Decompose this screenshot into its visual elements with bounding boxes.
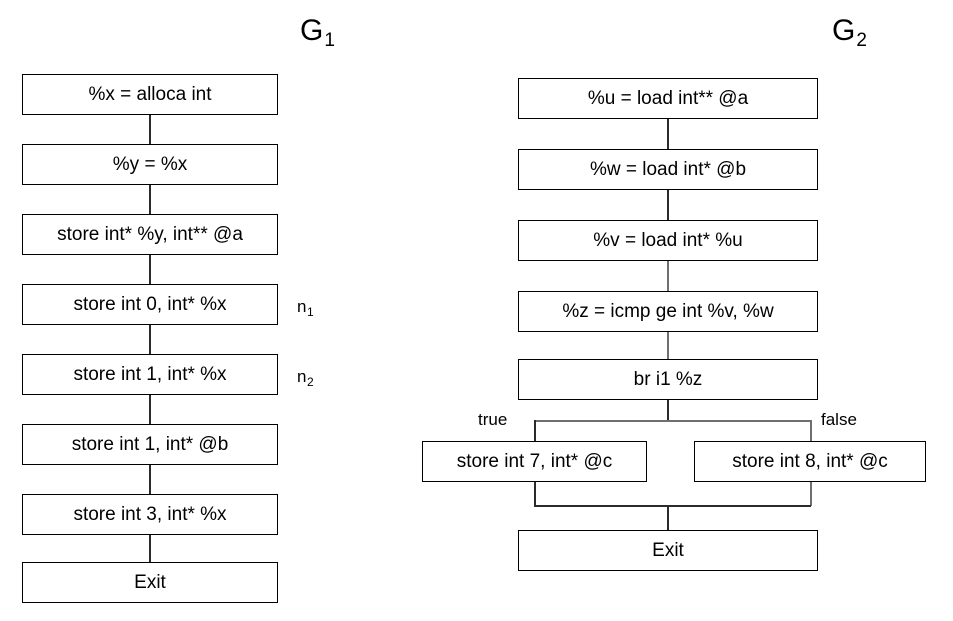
node-label: store int 1, int* @b — [71, 434, 229, 455]
node-g2-store-8[interactable]: store int 8, int* @c — [694, 441, 926, 482]
graph-title-g2-letter: G — [832, 14, 856, 47]
edge-g2-br-true-drop — [534, 420, 536, 442]
node-label: store int 3, int* %x — [73, 504, 227, 525]
node-label: %y = %x — [112, 154, 188, 175]
edge-g2-1-2 — [667, 117, 669, 149]
node-label: %w = load int* @b — [589, 159, 747, 180]
node-marker-n2-subscript: 2 — [306, 375, 314, 389]
edge-g2-2-3 — [667, 188, 669, 220]
node-g2-icmp[interactable]: %z = icmp ge int %v, %w — [518, 291, 818, 332]
node-label: %x = alloca int — [88, 84, 212, 105]
graph-title-g1: G1 — [300, 14, 335, 51]
node-label: store int 1, int* %x — [73, 364, 227, 385]
graph-title-g2: G2 — [832, 14, 867, 51]
node-g2-exit[interactable]: Exit — [518, 530, 818, 571]
node-g1-assign[interactable]: %y = %x — [22, 144, 278, 185]
node-g1-exit[interactable]: Exit — [22, 562, 278, 603]
edge-g2-false-merge-riser — [810, 482, 812, 506]
edge-g1-5-6 — [149, 393, 151, 425]
edge-label-false: false — [821, 410, 857, 429]
node-g2-load-u[interactable]: %v = load int* %u — [518, 220, 818, 261]
node-label: store int 0, int* %x — [73, 294, 227, 315]
node-marker-n1: n1 — [297, 297, 314, 318]
edge-g1-7-8 — [149, 533, 151, 565]
graph-title-g1-subscript: 1 — [324, 30, 335, 51]
node-g1-store-3[interactable]: store int 3, int* %x — [22, 494, 278, 535]
node-marker-n2-letter: n — [297, 367, 307, 386]
node-g1-store-0[interactable]: store int 0, int* %x — [22, 284, 278, 325]
node-label: %u = load int** @a — [587, 88, 749, 109]
edge-g2-br-fork-bar — [534, 420, 811, 422]
node-marker-n2: n2 — [297, 367, 314, 388]
edge-g2-br-fork-stem — [667, 400, 669, 421]
node-label: %z = icmp ge int %v, %w — [562, 301, 774, 322]
edge-g2-4-5 — [667, 330, 669, 359]
node-marker-n1-letter: n — [297, 297, 307, 316]
edge-g2-true-merge-riser — [534, 482, 536, 506]
node-marker-n1-subscript: 1 — [306, 305, 314, 319]
edge-label-true: true — [478, 410, 508, 429]
node-label: Exit — [134, 572, 166, 593]
node-g1-store-ptr-a[interactable]: store int* %y, int** @a — [22, 214, 278, 255]
node-label: store int 7, int* @c — [456, 451, 613, 472]
edge-g2-merge-exit-stem — [667, 505, 669, 532]
node-g2-store-7[interactable]: store int 7, int* @c — [422, 441, 647, 482]
node-g1-store-1-b[interactable]: store int 1, int* @b — [22, 424, 278, 465]
edge-g2-merge-bar — [534, 505, 811, 507]
node-g1-alloca[interactable]: %x = alloca int — [22, 74, 278, 115]
node-g2-load-a[interactable]: %u = load int** @a — [518, 78, 818, 119]
node-label: store int 8, int* @c — [732, 451, 888, 472]
edge-g1-3-4 — [149, 253, 151, 285]
edge-g1-2-3 — [149, 183, 151, 215]
edge-g1-6-7 — [149, 463, 151, 495]
edge-g2-3-4 — [667, 259, 669, 291]
graph-title-g1-letter: G — [300, 14, 324, 47]
node-label: Exit — [652, 540, 684, 561]
edge-g1-1-2 — [149, 113, 151, 145]
node-g2-br[interactable]: br i1 %z — [518, 359, 818, 400]
edge-g1-4-5 — [149, 323, 151, 355]
node-g2-load-b[interactable]: %w = load int* @b — [518, 149, 818, 190]
node-label: %v = load int* %u — [593, 230, 743, 251]
graph-title-g2-subscript: 2 — [856, 30, 867, 51]
node-g1-store-1-x[interactable]: store int 1, int* %x — [22, 354, 278, 395]
node-label: br i1 %z — [633, 369, 703, 390]
edge-g2-br-false-drop — [810, 420, 812, 442]
node-label: store int* %y, int** @a — [57, 224, 243, 245]
